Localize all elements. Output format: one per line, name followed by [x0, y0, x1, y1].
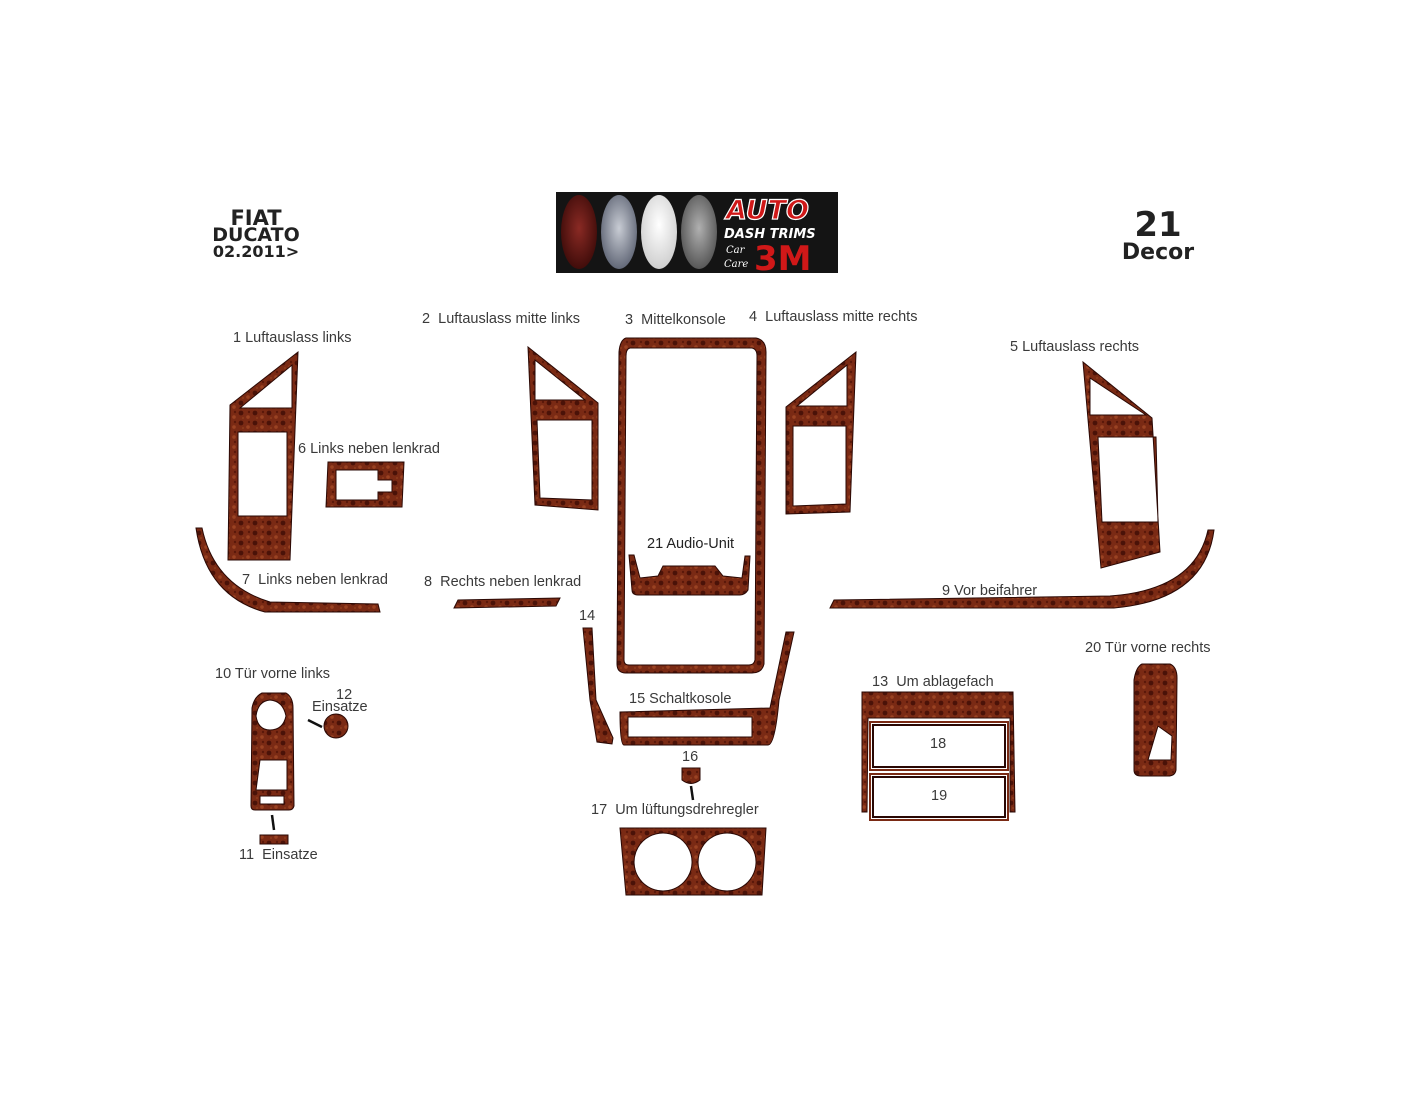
label-part-11: 11 Einsatze — [239, 847, 318, 863]
brand-logo: AUTO DASH TRIMS Car Care 3M — [556, 192, 838, 273]
part-21-audio-unit — [628, 554, 751, 596]
logo-line1: AUTO — [724, 195, 809, 226]
part-2-vent-center-left — [527, 345, 599, 511]
label-part-18: 18 — [930, 736, 947, 752]
label-part-16: 16 — [682, 749, 699, 765]
vehicle-model: DUCATO — [212, 224, 300, 246]
label-part-1: 1 Luftauslass links — [233, 330, 352, 346]
label-part-12-number: 12 — [336, 687, 353, 703]
logo-car: Car — [726, 245, 746, 256]
part-20-door-front-right — [1133, 663, 1178, 777]
part-10-door-front-left — [250, 692, 295, 811]
part-15-shift-console — [619, 631, 795, 746]
leader-line-11 — [270, 814, 276, 831]
part-16-small-piece — [681, 767, 701, 784]
logo-swatches: AUTO DASH TRIMS Car Care 3M — [561, 194, 816, 273]
part-13-storage-surround — [861, 691, 1016, 813]
leader-line-12 — [307, 718, 323, 729]
label-part-13: 13 Um ablagefach — [872, 674, 994, 690]
label-part-17: 17 Um lüftungsdrehregler — [591, 802, 759, 818]
logo-care: Care — [724, 259, 748, 270]
label-part-2: 2 Luftauslass mitte links — [422, 311, 580, 327]
part-11-insert — [259, 834, 289, 845]
label-part-9: 9 Vor beifahrer — [942, 583, 1038, 599]
part-14-side-strip — [582, 627, 614, 745]
label-part-12-name: Einsatze — [312, 699, 368, 715]
label-part-21: 21 Audio-Unit — [647, 536, 735, 552]
label-part-6: 6 Links neben lenkrad — [298, 441, 440, 457]
logo-brand: 3M — [754, 239, 812, 273]
part-18-panel — [872, 724, 1006, 768]
part-18-panel-inner — [869, 721, 1009, 771]
leader-line-16 — [689, 785, 695, 801]
part-19-panel — [872, 776, 1006, 818]
part-19-panel-inner — [869, 773, 1009, 821]
label-part-20: 20 Tür vorne rechts — [1085, 640, 1211, 656]
part-17-vent-dial-surround — [619, 827, 767, 896]
label-part-15: 15 Schaltkosole — [629, 691, 732, 707]
logo-line2: DASH TRIMS — [724, 227, 816, 242]
part-7-left-of-wheel-strip — [195, 527, 381, 613]
label-part-4: 4 Luftauslass mitte rechts — [749, 309, 918, 325]
part-6-left-of-wheel — [325, 461, 405, 508]
part-12-insert — [323, 713, 349, 739]
label-part-19: 19 — [931, 788, 948, 804]
label-part-10: 10 Tür vorne links — [215, 666, 331, 682]
vehicle-year: 02.2011> — [212, 242, 300, 261]
part-5-vent-right — [1082, 360, 1161, 569]
part-8-right-of-wheel-strip — [453, 597, 561, 609]
label-part-8: 8 Rechts neben lenkrad — [424, 574, 582, 590]
label-part-3: 3 Mittelkonsole — [625, 312, 726, 328]
label-part-14: 14 — [579, 608, 596, 624]
finish-label: Decor — [1121, 240, 1195, 265]
label-part-7: 7 Links neben lenkrad — [242, 572, 388, 588]
piece-count: 21 — [1134, 205, 1182, 245]
part-3-center-console — [616, 337, 767, 674]
vehicle-make: FIAT — [230, 206, 282, 230]
part-4-vent-center-right — [785, 350, 857, 515]
label-part-5: 5 Luftauslass rechts — [1010, 339, 1139, 355]
part-9-passenger-strip — [829, 529, 1215, 609]
part-1-vent-left — [227, 350, 299, 561]
